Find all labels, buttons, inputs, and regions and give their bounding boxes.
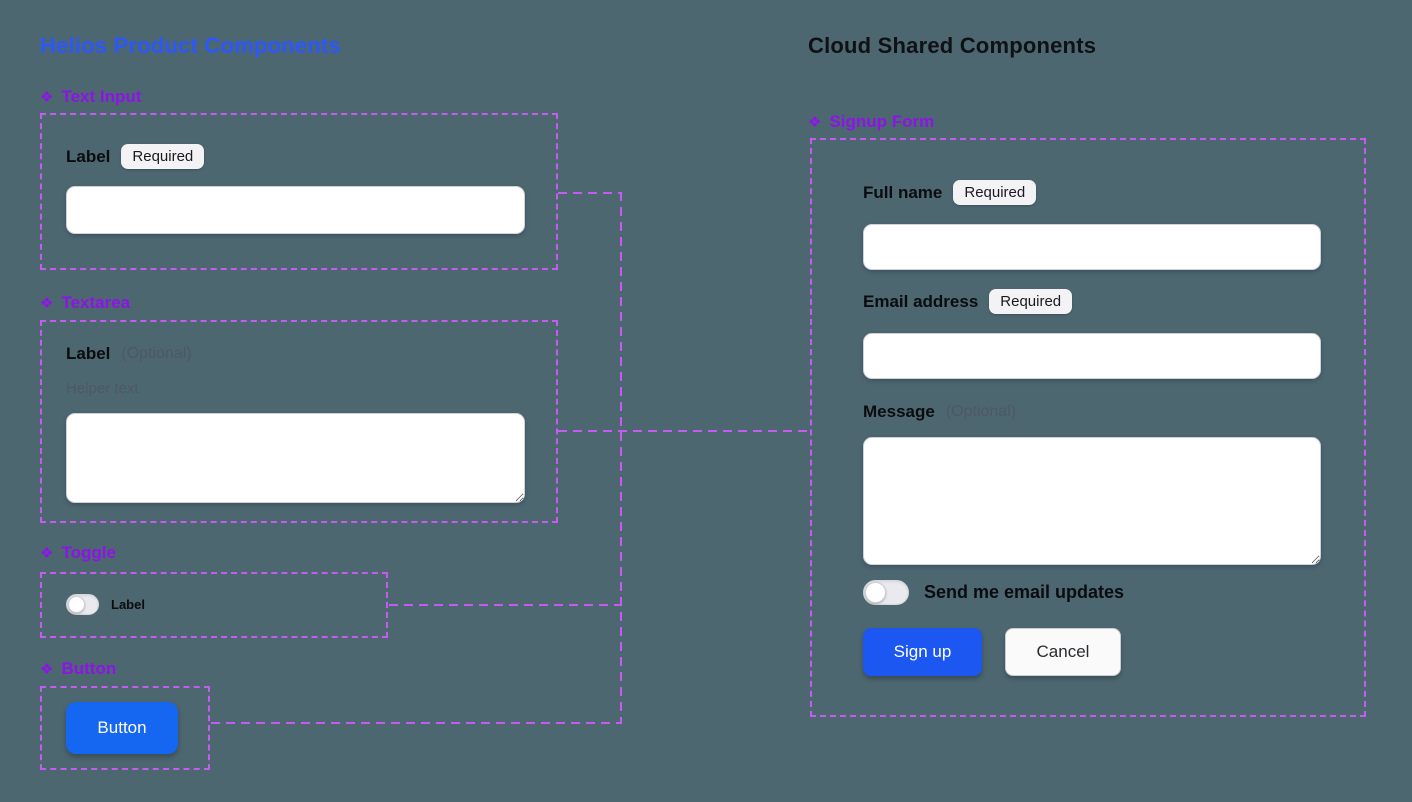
- text-input-group: [40, 113, 558, 270]
- email-label-row: Email address Required: [863, 289, 1073, 314]
- message-optional-label: (Optional): [945, 403, 1017, 420]
- connector-bus-line: [620, 192, 622, 724]
- signup-form-group: [810, 138, 1366, 717]
- cloud-title: Cloud Shared Components: [808, 33, 1097, 58]
- email-updates-toggle[interactable]: [863, 580, 909, 605]
- text-input-field[interactable]: [66, 186, 525, 234]
- button-group: [40, 686, 210, 770]
- primary-button[interactable]: Button: [66, 702, 178, 754]
- message-label-row: Message (Optional): [863, 402, 1016, 422]
- section-label: Text Input: [61, 87, 142, 106]
- component-icon: ❖: [40, 88, 54, 106]
- component-icon: ❖: [808, 113, 822, 131]
- toggle-label: Label: [111, 597, 145, 612]
- text-input-label-row: Label Required: [66, 144, 205, 169]
- component-icon: ❖: [40, 544, 54, 562]
- toggle-knob: [68, 596, 85, 613]
- toggle-switch[interactable]: [66, 594, 99, 615]
- optional-label: (Optional): [121, 345, 192, 362]
- email-required-badge: Required: [989, 289, 1073, 314]
- cancel-button[interactable]: Cancel: [1005, 628, 1121, 676]
- email-updates-label: Send me email updates: [924, 582, 1125, 602]
- sign-up-button[interactable]: Sign up: [863, 628, 982, 676]
- section-label: Button: [61, 659, 117, 678]
- textarea-label: Label: [66, 344, 111, 363]
- textarea-group: [40, 320, 558, 523]
- component-icon: ❖: [40, 660, 54, 678]
- text-input-label: Label: [66, 146, 111, 166]
- full-name-input[interactable]: [863, 224, 1321, 270]
- connector-toggle: [389, 604, 621, 606]
- section-label: Toggle: [61, 543, 116, 562]
- full-name-label-row: Full name Required: [863, 180, 1037, 205]
- email-updates-row: Send me email updates: [863, 580, 1124, 605]
- textarea-field[interactable]: [66, 413, 525, 503]
- connector-button: [211, 722, 621, 724]
- textarea-label-row: Label (Optional): [66, 344, 192, 364]
- helios-title: Helios Product Components: [40, 33, 341, 58]
- section-header-toggle: ❖ Toggle: [40, 543, 116, 563]
- message-textarea[interactable]: [863, 437, 1321, 565]
- connector-textarea: [558, 430, 812, 432]
- helper-text: Helper text: [66, 380, 139, 397]
- full-name-label: Full name: [863, 182, 943, 202]
- section-header-button: ❖ Button: [40, 659, 116, 679]
- toggle-group: [40, 572, 388, 638]
- message-label: Message: [863, 402, 935, 421]
- section-label: Signup Form: [829, 112, 935, 131]
- full-name-required-badge: Required: [953, 180, 1037, 205]
- component-icon: ❖: [40, 294, 54, 312]
- toggle-row: Label: [66, 594, 145, 615]
- required-badge: Required: [121, 144, 205, 169]
- toggle-knob: [865, 582, 886, 603]
- section-header-signup-form: ❖ Signup Form: [808, 112, 934, 132]
- connector-text-input: [558, 192, 622, 194]
- email-input[interactable]: [863, 333, 1321, 379]
- email-label: Email address: [863, 291, 979, 311]
- section-header-text-input: ❖ Text Input: [40, 87, 141, 107]
- section-label: Textarea: [61, 293, 131, 312]
- section-header-textarea: ❖ Textarea: [40, 293, 130, 313]
